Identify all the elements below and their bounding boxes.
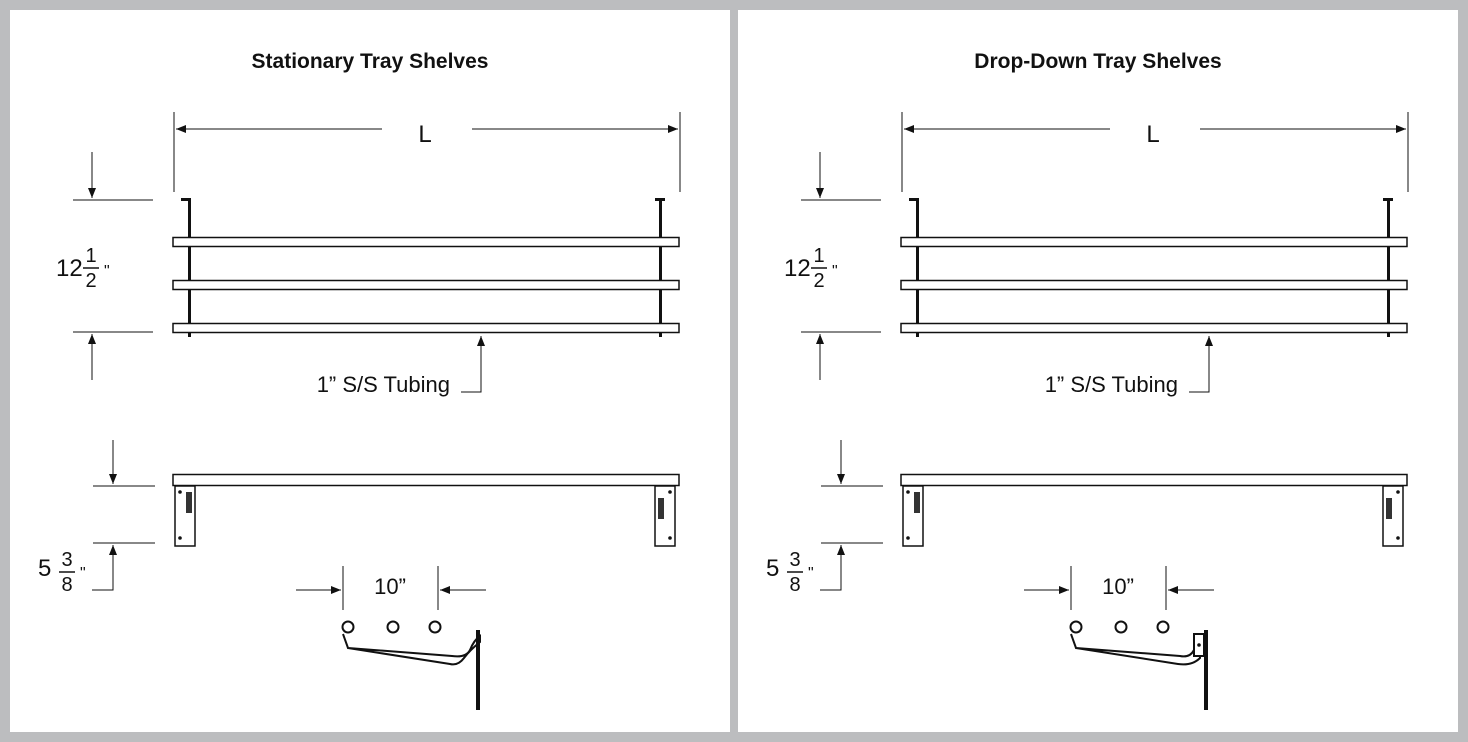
stationary-drawing: L 12 1 2 " <box>38 112 681 710</box>
bracket-dimension: 5 3 8 " <box>38 440 155 596</box>
panel-title: Drop-Down Tray Shelves <box>974 50 1222 73</box>
height-inch-mark: " <box>832 263 838 280</box>
bracket-whole: 5 <box>766 555 779 582</box>
shelf-front-view <box>172 198 680 337</box>
shelf-front-view <box>900 198 1408 337</box>
drop-down-panel: Drop-Down Tray Shelves L 12 <box>738 10 1458 732</box>
tube-top <box>900 236 1408 248</box>
length-label: L <box>418 121 431 148</box>
bracket-dimension: 5 3 8 " <box>766 440 883 596</box>
tubing-label: 1” S/S Tubing <box>1045 372 1178 397</box>
panel-title: Stationary Tray Shelves <box>251 50 489 73</box>
shelf-plan-view <box>900 473 1408 547</box>
drop-down-drawing: L 12 1 2 " <box>766 112 1409 710</box>
bracket-inch-mark: " <box>80 565 86 582</box>
side-profile <box>1069 620 1208 710</box>
tube-bottom <box>900 322 1408 334</box>
bracket-denominator: 8 <box>61 574 72 596</box>
height-whole: 12 <box>784 255 811 282</box>
spacing-label: 10” <box>374 574 406 599</box>
spacing-dimension: 10” <box>1024 566 1214 610</box>
tubing-callout: 1” S/S Tubing <box>317 336 485 397</box>
bracket-inch-mark: " <box>808 565 814 582</box>
length-dimension: L <box>173 112 681 192</box>
height-numerator: 1 <box>813 245 824 267</box>
height-dimension: 12 1 2 " <box>784 152 881 380</box>
side-profile <box>341 620 481 710</box>
tube-middle <box>172 279 680 291</box>
bracket-denominator: 8 <box>789 574 800 596</box>
spacing-label: 10” <box>1102 574 1134 599</box>
height-whole: 12 <box>56 255 83 282</box>
height-denominator: 2 <box>813 270 824 292</box>
length-label: L <box>1146 121 1159 148</box>
tube-top <box>172 236 680 248</box>
height-inch-mark: " <box>104 263 110 280</box>
stationary-panel: Stationary Tray Shelves L 1 <box>10 10 730 732</box>
tube-bottom <box>172 322 680 334</box>
bracket-numerator: 3 <box>789 549 800 571</box>
spacing-dimension: 10” <box>296 566 486 610</box>
tube-middle <box>900 279 1408 291</box>
height-numerator: 1 <box>85 245 96 267</box>
tubing-callout: 1” S/S Tubing <box>1045 336 1213 397</box>
tubing-label: 1” S/S Tubing <box>317 372 450 397</box>
height-dimension: 12 1 2 " <box>56 152 153 380</box>
shelf-plan-view <box>172 473 680 547</box>
bracket-whole: 5 <box>38 555 51 582</box>
bracket-numerator: 3 <box>61 549 72 571</box>
length-dimension: L <box>901 112 1409 192</box>
height-denominator: 2 <box>85 270 96 292</box>
